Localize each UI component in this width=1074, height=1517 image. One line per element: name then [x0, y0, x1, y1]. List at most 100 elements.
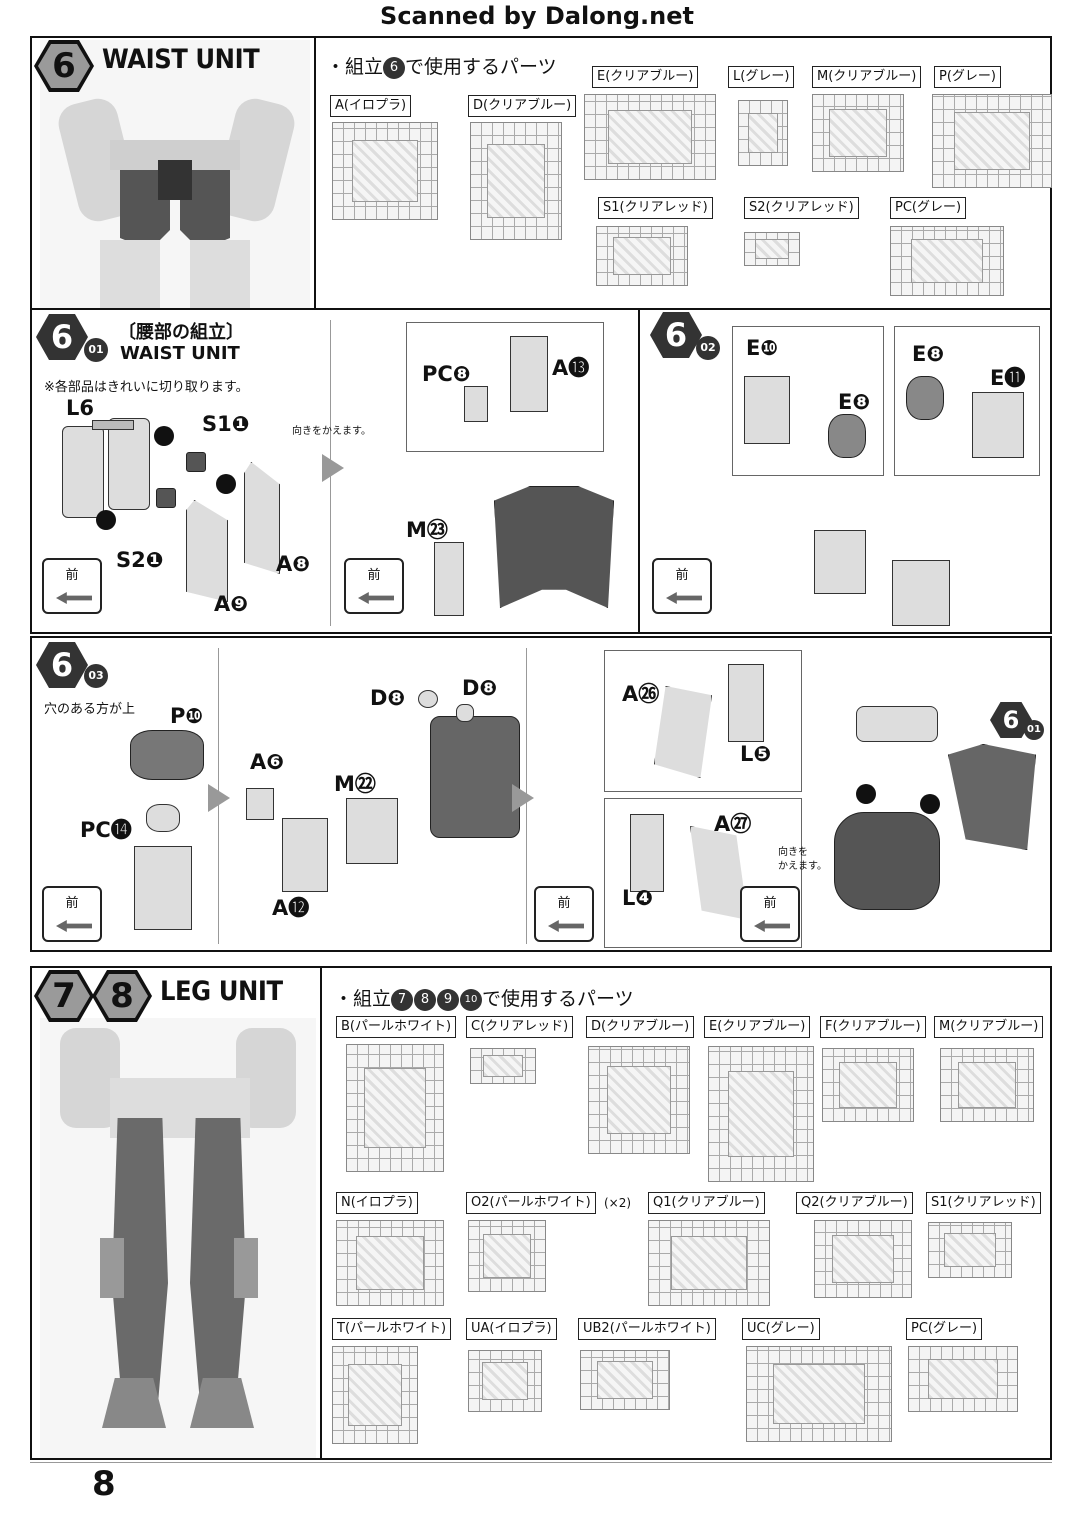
part-label-s2-1: S2❶ [116, 548, 164, 572]
part-label-a27: A㉗ [714, 812, 752, 836]
leg-runner-c [470, 1048, 536, 1084]
part-l6-frame-2 [108, 418, 150, 510]
part-label-e8-b: E❽ [912, 342, 945, 366]
leg-runner-d [588, 1046, 690, 1154]
leg-unit-panel [30, 966, 1052, 1460]
part-e8-a [828, 414, 866, 458]
step-6-03-hole-note: 穴のある方が上 [44, 702, 136, 717]
part-6-03-final-assembly [834, 812, 940, 910]
runner-label-s2: S2(クリアレッド) [744, 197, 859, 219]
part-label-p10: P❿ [170, 704, 204, 728]
runner-label-e: E(クリアブルー) [592, 66, 699, 88]
step-6-01-title-en: WAIST UNIT [120, 343, 240, 364]
step-6-02-sub-badge: 02 [696, 336, 720, 360]
leg-runner-q2 [814, 1220, 912, 1298]
leg-runner-ua [468, 1350, 542, 1412]
part-label-pc8: PC❽ [422, 362, 471, 386]
leg-runner-t [332, 1346, 418, 1444]
leg-parts-heading-step-10: 10 [460, 988, 483, 1011]
step-6-02-panel [638, 308, 1052, 634]
scan-credit: Scanned by Dalong.net [380, 2, 694, 30]
runner-label-m: M(クリアブルー) [812, 66, 922, 88]
part-label-a9: A❾ [214, 592, 249, 616]
part-pc14 [146, 804, 180, 832]
leg-parts-heading-step-9: 9 [437, 988, 460, 1011]
leg-runner-label-e: E(クリアブルー) [704, 1016, 811, 1038]
part-6-03-center-assembly [430, 716, 520, 838]
leg-runner-label-s1: S1(クリアレッド) [926, 1192, 1041, 1214]
step-6-03-badge: 6 [36, 642, 88, 688]
leg-runner-n [336, 1220, 444, 1306]
front-indicator-6-03b: 前 [534, 886, 594, 942]
leg-runner-label-ua: UA(イロプラ) [466, 1318, 557, 1340]
waist-parts-heading-step: 6 [383, 56, 406, 79]
leg-runner-f [822, 1048, 914, 1122]
part-label-e10: E❿ [746, 336, 779, 360]
ref-6-01-sub-badge: 01 [1024, 720, 1044, 740]
leg-step-badge-7: 7 [34, 970, 94, 1022]
footer-rule [30, 1462, 1052, 1463]
part-a9 [186, 500, 228, 602]
runner-m [812, 94, 904, 172]
part-d8-b [456, 704, 474, 722]
inset-pc8-a13 [406, 322, 604, 452]
part-label-a8: A❽ [276, 552, 311, 576]
leg-step-badge-8: 8 [92, 970, 152, 1022]
part-a8 [244, 462, 280, 574]
runner-label-s1: S1(クリアレッド) [598, 197, 713, 219]
part-label-e8-a: E❽ [838, 390, 871, 414]
part-label-a6: A❻ [250, 750, 285, 774]
part-label-e11: E⓫ [990, 366, 1026, 390]
step-marker-6-03-2 [856, 784, 876, 804]
leg-runner-label-o2: O2(パールホワイト) [466, 1192, 596, 1214]
next-arrow-6-03b [512, 784, 534, 812]
waist-unit-title: WAIST UNIT [102, 44, 260, 75]
part-e11 [972, 392, 1024, 458]
page-number: 8 [92, 1464, 116, 1504]
runner-a [332, 122, 438, 220]
leg-runner-label-ub2: UB2(パールホワイト) [578, 1318, 716, 1340]
step-6-01-sub-badge: 01 [84, 338, 108, 362]
step-6-02-badge: 6 [650, 312, 702, 358]
leg-runner-o2-multiplier: (×2) [604, 1196, 632, 1210]
leg-runner-s1 [928, 1222, 1012, 1278]
part-6-02-assembly-a [814, 530, 866, 594]
part-e8-b [906, 376, 944, 420]
step-6-01-turn-note: 向きをかえます。 [292, 426, 371, 437]
runner-l [738, 100, 788, 166]
step-6-03-turn-note: 向きを かえます。 [778, 847, 827, 872]
leg-illustration [40, 1018, 316, 1458]
step-marker-2a [216, 474, 236, 494]
runner-pc [890, 226, 1004, 296]
part-m23 [434, 542, 464, 616]
leg-runner-e [708, 1046, 814, 1182]
leg-runner-label-uc: UC(グレー) [742, 1318, 820, 1340]
leg-runner-uc [746, 1346, 892, 1442]
runner-s2 [744, 232, 800, 266]
next-arrow-6-03a [208, 784, 230, 812]
leg-runner-label-q1: Q1(クリアブルー) [648, 1192, 765, 1214]
leg-runner-label-c: C(クリアレッド) [466, 1016, 574, 1038]
part-a12 [282, 818, 328, 892]
runner-label-d: D(クリアブルー) [468, 95, 577, 117]
part-a6 [246, 788, 274, 820]
part-label-pc14: PC⓮ [80, 818, 132, 842]
part-label-a13: A⓭ [552, 356, 590, 380]
waist-unit-divider [314, 36, 316, 310]
leg-runner-label-d: D(クリアブルー) [586, 1016, 695, 1038]
runner-label-a: A(イロプラ) [330, 95, 412, 117]
runner-p [932, 94, 1052, 188]
part-6-03-frame [134, 846, 192, 930]
front-indicator-6-01b: 前 [344, 558, 404, 614]
runner-label-pc: PC(グレー) [890, 197, 967, 219]
leg-runner-m [940, 1048, 1034, 1122]
part-m22 [346, 798, 398, 864]
leg-runner-label-t: T(パールホワイト) [332, 1318, 452, 1340]
part-6-02-assembly-b [892, 560, 950, 626]
front-indicator-6-03c: 前 [740, 886, 800, 942]
part-d8-a [418, 690, 438, 708]
leg-unit-title: LEG UNIT [160, 976, 283, 1007]
front-indicator-6-02: 前 [652, 558, 712, 614]
part-label-a26: A㉖ [622, 682, 660, 706]
